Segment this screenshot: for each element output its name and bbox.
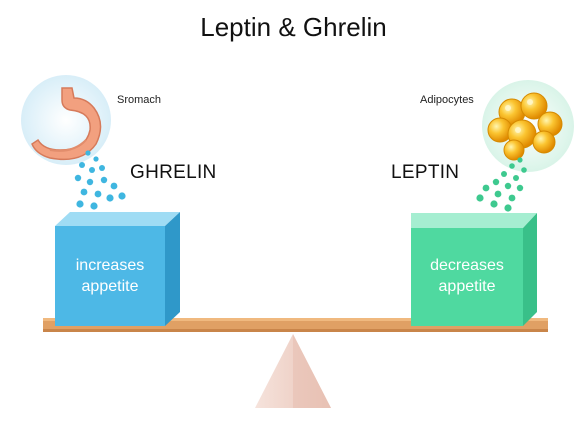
adipocytes-label: Adipocytes bbox=[420, 94, 474, 106]
leptin-effect: decreases appetite bbox=[411, 255, 523, 297]
ghrelin-effect-line1: increases bbox=[75, 257, 145, 274]
leptin-droplets bbox=[476, 157, 527, 212]
leptin-effect-line1: decreases bbox=[430, 257, 504, 274]
ghrelin-effect-line2: appetite bbox=[81, 278, 139, 295]
stomach-circle bbox=[21, 75, 111, 165]
leptin-effect-line2: appetite bbox=[438, 278, 496, 295]
adipocytes-circle bbox=[482, 80, 574, 172]
stomach-label: Sromach bbox=[117, 94, 162, 106]
leptin-box bbox=[411, 213, 537, 326]
page-title: Leptin & Ghrelin bbox=[200, 12, 387, 42]
ghrelin-droplets bbox=[74, 150, 126, 210]
ghrelin-label: GHRELIN bbox=[130, 162, 217, 183]
leptin-label: LEPTIN bbox=[391, 162, 460, 183]
fat-cells-icon bbox=[487, 92, 563, 161]
stomach-icon bbox=[31, 87, 102, 161]
ghrelin-effect: increases appetite bbox=[55, 255, 165, 297]
fulcrum bbox=[255, 334, 331, 408]
ghrelin-box bbox=[55, 212, 180, 326]
